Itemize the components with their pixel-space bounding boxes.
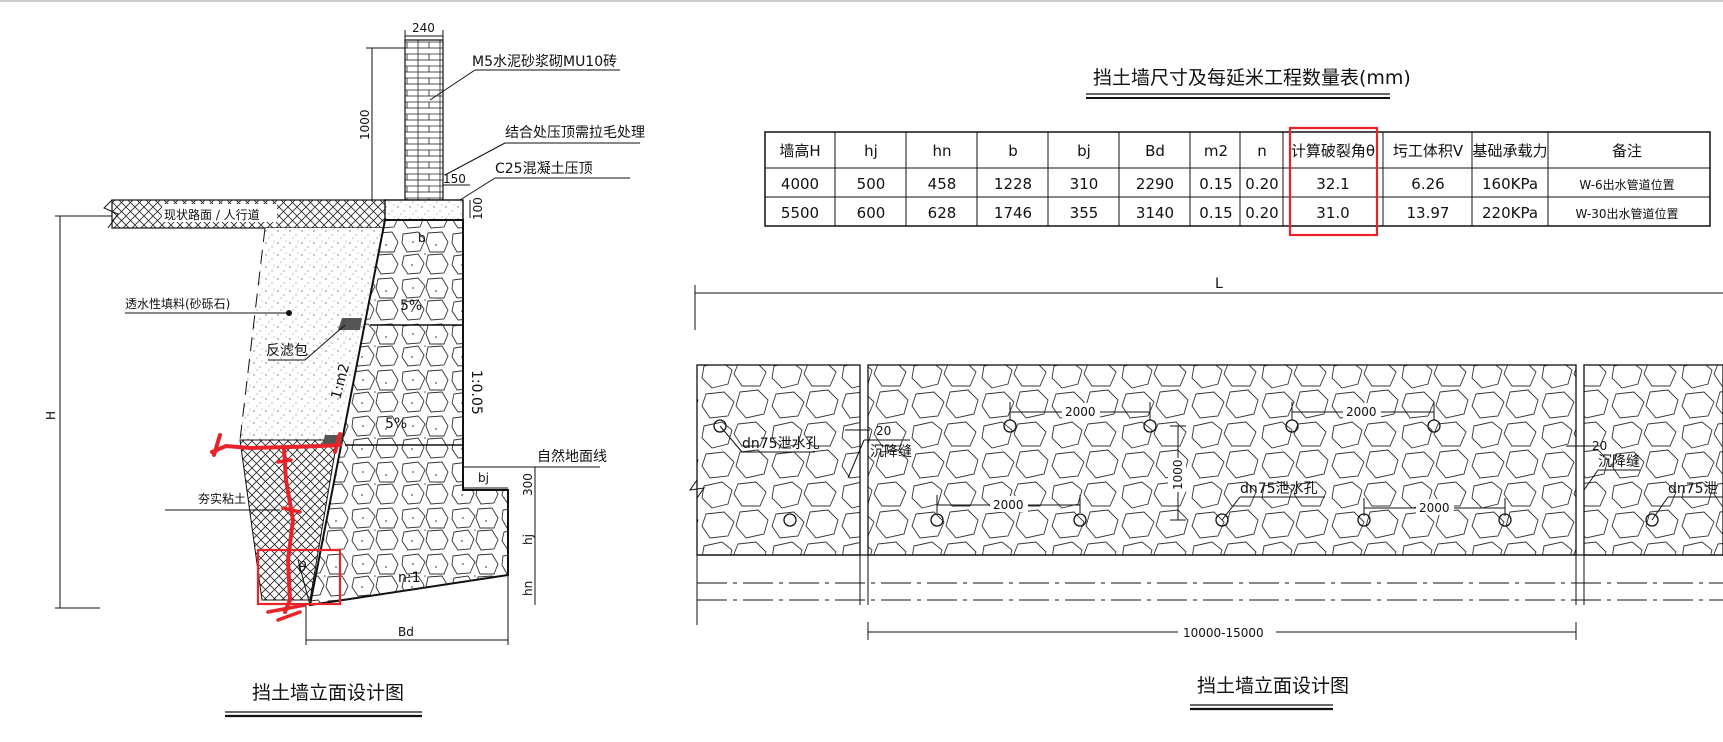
label-theta: θ (298, 560, 307, 576)
label-joint-b: 沉降缝 (1598, 454, 1640, 470)
th-2: hn (932, 142, 951, 160)
td-0-8: 32.1 (1316, 175, 1349, 193)
td-1-9: 13.97 (1407, 204, 1450, 222)
td-1-7: 0.20 (1245, 204, 1278, 222)
label-H: H (44, 411, 58, 420)
label-brick: M5水泥砂浆砌MU10砖 (472, 54, 617, 70)
th-7: n (1257, 142, 1267, 160)
dim-span: 10000-15000 (1183, 626, 1264, 640)
wall-panel-center (867, 364, 1577, 556)
dim-100: 100 (471, 197, 485, 220)
td-1-2: 628 (928, 204, 957, 222)
label-Bd: Bd (398, 625, 414, 639)
label-bj: bj (478, 471, 489, 485)
dim-2000-a: 2000 (1065, 405, 1096, 419)
td-0-4: 310 (1070, 175, 1099, 193)
td-0-0: 4000 (781, 175, 819, 193)
label-ground: 自然地面线 (537, 448, 607, 465)
label-clay: 夯实粘土 (198, 491, 246, 506)
label-filter: 反滤包 (266, 343, 308, 359)
dim-2000-c: 2000 (993, 498, 1024, 512)
td-0-3: 1228 (994, 175, 1032, 193)
label-drain-b: dn75泄水孔 (1240, 481, 1318, 497)
label-fill: 透水性填料(砂砾石) (125, 297, 230, 311)
td-1-3: 1746 (994, 204, 1032, 222)
red-mark-horizontal (210, 443, 342, 454)
th-11: 备注 (1612, 142, 1642, 160)
dim-1000-right: 1000 (1171, 459, 1185, 490)
label-20-a: 20 (876, 424, 891, 438)
dim-2000-b: 2000 (1346, 405, 1377, 419)
filter-bag-1 (338, 318, 362, 330)
red-mark-vertical (282, 446, 296, 614)
td-1-4: 355 (1070, 204, 1099, 222)
th-5: Bd (1145, 142, 1165, 160)
td-1-0: 5500 (781, 204, 819, 222)
table-row-1: 4000 500 458 1228 310 2290 0.15 0.20 32.… (781, 175, 1675, 193)
table-row-2: 5500 600 628 1746 355 3140 0.15 0.20 31.… (781, 204, 1679, 222)
label-5pct-1: 5% (400, 298, 422, 314)
drain-holes (713, 419, 1659, 527)
td-1-1: 600 (857, 204, 886, 222)
dim-1000-left: 1000 (358, 109, 372, 140)
dim-2000-d: 2000 (1419, 501, 1450, 515)
label-drain-c: dn75泄 (1668, 481, 1718, 497)
wall-panel-left (696, 364, 861, 556)
label-hn: hn (521, 581, 535, 596)
dim-300: 300 (521, 473, 535, 496)
th-0: 墙高H (779, 142, 820, 160)
td-0-1: 500 (857, 175, 886, 193)
left-view-title: 挡土墙立面设计图 (252, 682, 404, 704)
td-0-11: W-6出水管道位置 (1579, 177, 1674, 192)
td-0-7: 0.20 (1245, 175, 1278, 193)
th-10: 基础承载力 (1472, 142, 1547, 160)
dim-150: 150 (443, 172, 466, 186)
td-0-9: 6.26 (1411, 175, 1444, 193)
elevation-view: L 2 (688, 276, 1723, 711)
label-L: L (1215, 276, 1223, 292)
label-drain-a: dn75泄水孔 (742, 436, 820, 452)
label-b: b (418, 231, 426, 245)
label-hj: hj (521, 534, 535, 545)
label-joint-a: 沉降缝 (870, 444, 912, 460)
th-1: hj (864, 142, 878, 160)
th-4: bj (1077, 142, 1091, 160)
label-20-b: 20 (1592, 439, 1607, 453)
right-view-title: 挡土墙立面设计图 (1197, 675, 1349, 697)
th-9: 圬工体积V (1393, 142, 1464, 160)
quantity-table: 挡土墙尺寸及每延米工程数量表(mm) 墙高H hj hn b bj Bd m2 … (764, 67, 1711, 237)
wall-panel-right (1583, 364, 1723, 556)
theta-column-highlight (1288, 126, 1379, 237)
label-roughen: 结合处压顶需拉毛处理 (505, 125, 645, 141)
coping (384, 199, 464, 221)
th-3: b (1008, 142, 1018, 160)
label-5pct-2: 5% (385, 416, 407, 432)
cross-section-view: 240 1000 M5水泥砂浆砌MU10砖 结合处压顶需拉毛处理 C25混凝土压… (44, 21, 645, 718)
label-road: 现状路面 / 人行道 (164, 207, 260, 222)
dim-240: 240 (412, 21, 435, 35)
td-0-2: 458 (928, 175, 957, 193)
table-title: 挡土墙尺寸及每延米工程数量表(mm) (1093, 67, 1411, 89)
label-n1: n:1 (398, 570, 421, 586)
th-6: m2 (1204, 142, 1228, 160)
td-0-6: 0.15 (1199, 175, 1232, 193)
theta-highlight-box (256, 548, 342, 606)
td-0-10: 160KPa (1482, 175, 1538, 193)
label-slope-005: 1:0.05 (468, 370, 484, 415)
table-header-row: 墙高H hj hn b bj Bd m2 n 计算破裂角θ 圬工体积V 基础承载… (779, 142, 1642, 160)
backfill-area (240, 228, 385, 440)
td-1-5: 3140 (1136, 204, 1174, 222)
th-8: 计算破裂角θ (1291, 142, 1375, 160)
td-0-5: 2290 (1136, 175, 1174, 193)
td-1-11: W-30出水管道位置 (1576, 206, 1679, 221)
td-1-8: 31.0 (1316, 204, 1349, 222)
td-1-10: 220KPa (1482, 204, 1538, 222)
td-1-6: 0.15 (1199, 204, 1232, 222)
brick-parapet (404, 39, 444, 201)
label-coping: C25混凝土压顶 (495, 161, 593, 177)
